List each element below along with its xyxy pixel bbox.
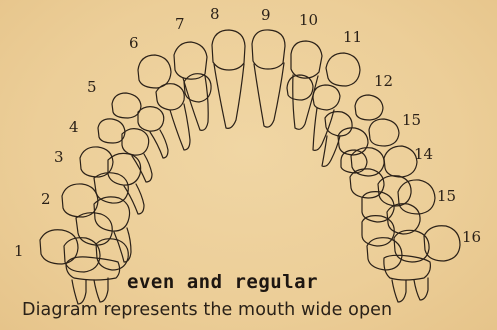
- tooth-12: [355, 95, 383, 120]
- tooth-7: [174, 42, 207, 79]
- tooth-number-6: 6: [129, 36, 139, 51]
- tooth-4: [98, 119, 125, 143]
- tooth-10-inner: [287, 75, 313, 100]
- tooth-number-8: 8: [210, 7, 220, 22]
- tooth-5: [112, 93, 141, 118]
- front-teeth-group: [138, 30, 360, 150]
- tooth-10: [291, 41, 322, 78]
- tooth-number-3: 3: [54, 150, 64, 165]
- tooth-number-16: 16: [462, 230, 481, 245]
- tooth-11: [326, 53, 360, 86]
- tooth-number-10: 10: [299, 13, 318, 28]
- caption-heading: even and regular: [127, 271, 318, 293]
- tooth-11-root: [313, 108, 334, 150]
- tooth-6: [138, 55, 171, 88]
- tooth-number-13: 15: [402, 113, 421, 128]
- tooth-number-15: 15: [437, 189, 456, 204]
- tooth-number-14: 14: [414, 147, 433, 162]
- tooth-number-1: 1: [14, 244, 24, 259]
- tooth-number-5: 5: [87, 80, 97, 95]
- caption-text: Diagram represents the mouth wide open: [22, 300, 392, 320]
- tooth-number-9: 9: [261, 8, 271, 23]
- tooth-number-4: 4: [69, 120, 79, 135]
- tooth-number-12: 12: [374, 74, 393, 89]
- tooth-9-root: [254, 63, 284, 127]
- tooth-7-root: [183, 76, 208, 130]
- tooth-2: [62, 184, 98, 217]
- tooth-number-2: 2: [41, 192, 51, 207]
- tooth-11-inner: [313, 85, 340, 110]
- tooth-number-11: 11: [343, 30, 362, 45]
- tooth-6-root: [170, 104, 190, 150]
- tooth-8-root: [214, 64, 244, 128]
- tooth-13: [369, 119, 399, 146]
- tooth-6-inner: [156, 84, 184, 110]
- tooth-number-7: 7: [175, 17, 185, 32]
- tooth-16: [424, 226, 460, 261]
- tooth-8: [212, 30, 245, 70]
- tooth-14: [384, 146, 417, 177]
- tooth-9: [252, 30, 285, 69]
